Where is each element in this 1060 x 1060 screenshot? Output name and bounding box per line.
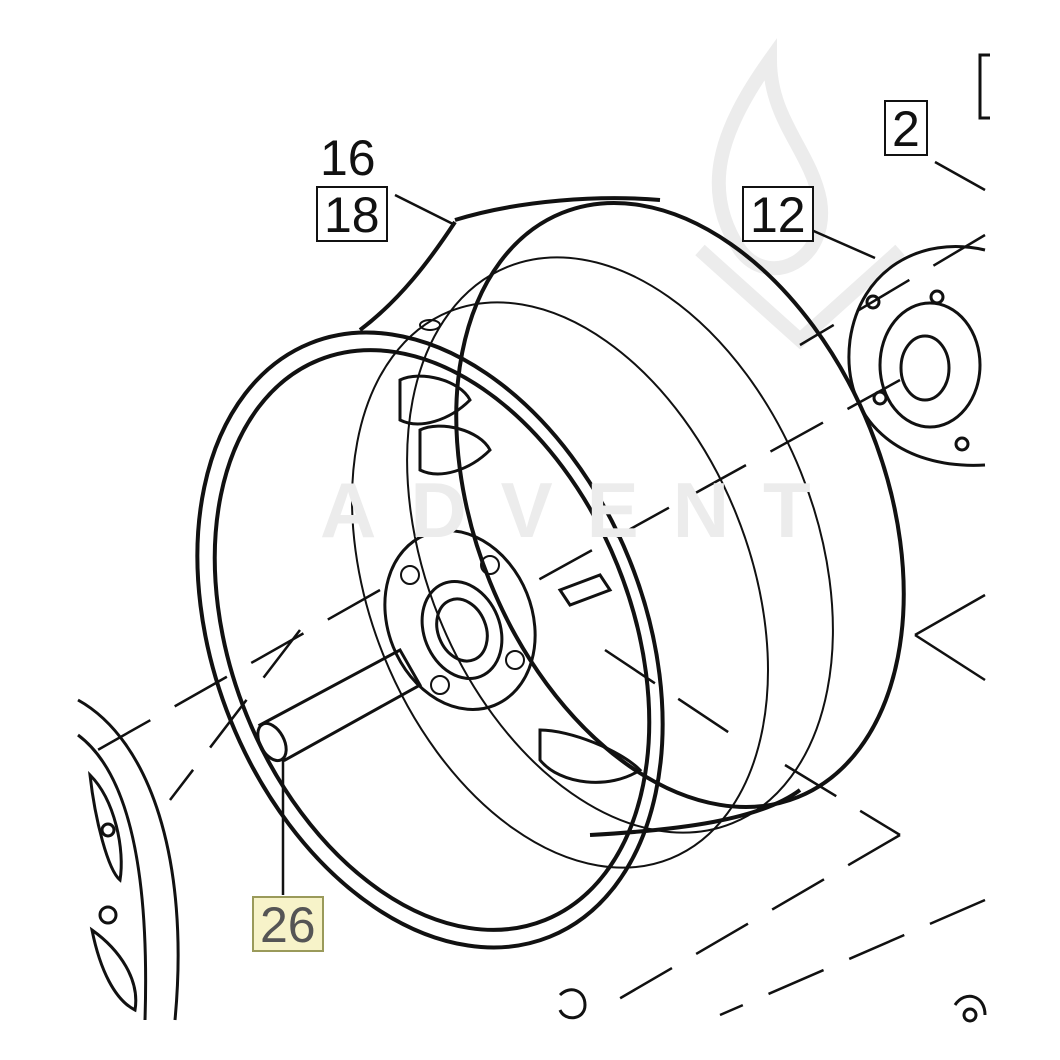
callout-26: 26 (252, 896, 324, 952)
callout-16: 16 (320, 130, 376, 186)
sprocket-carrier (847, 245, 986, 467)
bracket-edge (978, 53, 990, 120)
flame-logo-watermark (695, 38, 905, 350)
small-parts (558, 988, 987, 1023)
callout-2: 2 (884, 100, 928, 156)
axle-tube (256, 647, 423, 763)
watermark-text: ADVENT (320, 466, 845, 554)
callout-18: 18 (316, 186, 388, 242)
center-lines (79, 233, 986, 1017)
brake-disc (77, 698, 180, 1021)
callout-12: 12 (742, 186, 814, 242)
wheel-rim (195, 196, 906, 950)
